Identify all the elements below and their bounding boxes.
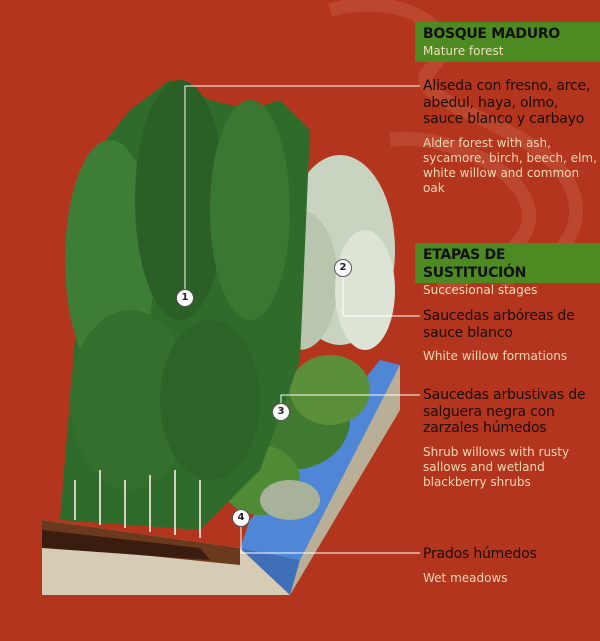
white-willow-trees [262,155,395,350]
legend-item-1: Aliseda con fresno, arce, abedul, haya, … [423,78,600,196]
legend-item-4: Prados húmedos Wet meadows [423,546,600,586]
section-title: ETAPAS DE SUSTITUCIÓN [423,247,527,281]
section-subtitle: Succesional stages [423,283,538,297]
legend-item-2: Saucedas arbóreas de sauce blanco White … [423,308,600,364]
item-label-es: Saucedas arbóreas de sauce blanco [423,308,575,341]
marker-1: 1 [176,289,194,307]
item-label-en: Shrub willows with rusty sallows and wet… [423,444,570,489]
leader-lines [184,85,420,554]
item-label-es: Saucedas arbustivas de salguera negra co… [423,387,586,436]
section-header-mature-forest: BOSQUE MADURO Mature forest [415,22,600,62]
marker-3: 3 [272,403,290,421]
marker-4: 4 [232,509,250,527]
item-label-es: Aliseda con fresno, arce, abedul, haya, … [423,78,591,127]
legend-item-3: Saucedas arbustivas de salguera negra co… [423,387,600,490]
section-subtitle: Mature forest [423,44,504,58]
item-label-es: Prados húmedos [423,546,537,562]
section-title: BOSQUE MADURO [423,26,560,42]
item-label-en: White willow formations [423,349,568,363]
item-label-en: Wet meadows [423,570,508,585]
marker-2: 2 [334,259,352,277]
item-label-en: Alder forest with ash, sycamore, birch, … [423,135,597,195]
section-header-successional-stages: ETAPAS DE SUSTITUCIÓN Succesional stages [415,243,600,297]
